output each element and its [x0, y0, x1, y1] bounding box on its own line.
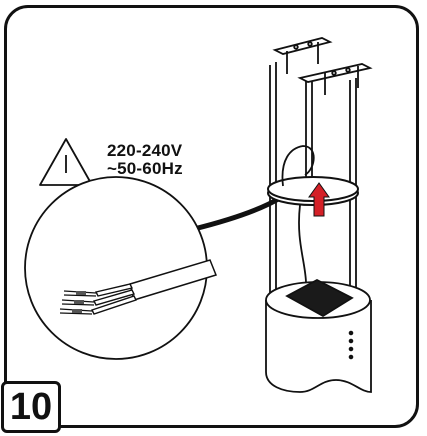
step-number: 10	[9, 386, 53, 428]
power-cable	[191, 195, 283, 232]
step-number-box: 10	[1, 381, 61, 433]
chimney-frame	[269, 37, 373, 300]
frequency-label: ~50-60Hz	[107, 159, 183, 178]
voltage-warning-text: 220-240V ~50-60Hz	[107, 142, 183, 178]
voltage-label: 220-240V	[107, 141, 183, 160]
internal-cable	[281, 145, 315, 283]
cable-detail-zoom	[24, 176, 217, 360]
hood-body	[265, 278, 372, 393]
warning-triangle-icon	[39, 138, 93, 186]
red-up-arrow	[308, 182, 330, 217]
